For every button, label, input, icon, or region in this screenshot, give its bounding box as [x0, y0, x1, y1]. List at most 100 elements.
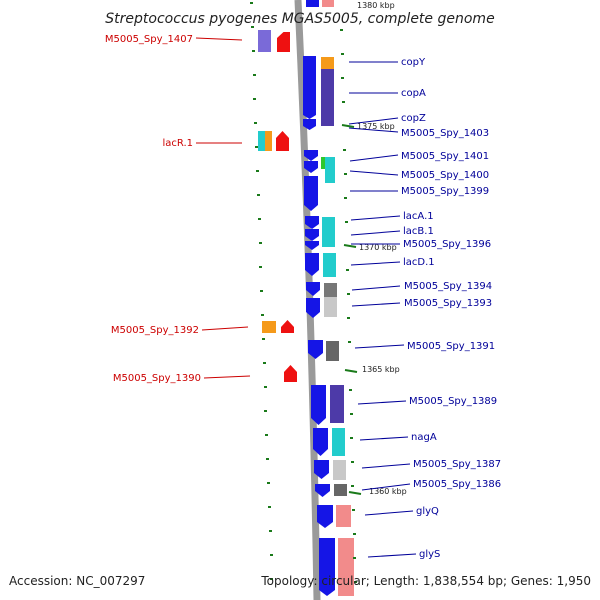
cog-bar: [321, 57, 334, 69]
left-gene-labels: M5005_Spy_1407 lacR.1 M5005_Spy_1392 M50…: [105, 34, 201, 384]
leader-line: [350, 215, 401, 221]
cog-bar: [321, 157, 325, 169]
gene-label-spy-1393: M5005_Spy_1393: [404, 298, 492, 309]
scale-tick: [341, 124, 355, 128]
gene-label-copy: copY: [401, 57, 426, 68]
left-leaders: [195, 37, 251, 379]
leader-line: [348, 127, 399, 133]
scale-label: 1370 kbp: [359, 243, 397, 252]
scale-label: 1365 kbp: [362, 365, 400, 374]
gene-arrow: [304, 176, 318, 211]
cog-bar: [323, 253, 336, 277]
gene-label-glyq: glyQ: [416, 506, 439, 517]
scale-ticks: [341, 124, 362, 495]
cog-bar: [330, 385, 344, 423]
cog-bar: [326, 341, 339, 361]
cog-bar: [325, 157, 335, 183]
scale-labels: 1380 kbp 1375 kbp 1370 kbp 1365 kbp 1360…: [357, 1, 407, 496]
gene-label-lacr1: lacR.1: [162, 138, 193, 149]
leader-line: [354, 344, 405, 349]
gene-arrow: [305, 241, 319, 250]
right-ticks: [340, 29, 357, 583]
scale-tick: [343, 244, 357, 248]
gene-label-copz: copZ: [401, 113, 426, 124]
gene-label-glys: glyS: [419, 549, 440, 560]
cog-bar: [332, 428, 345, 456]
gene-arrow: [276, 131, 289, 151]
cog-bar: [338, 538, 354, 596]
gene-arrow: [305, 216, 319, 229]
gene-arrow: [303, 56, 316, 119]
gene-arrow: [305, 253, 319, 276]
gene-label-spy-1394: M5005_Spy_1394: [404, 281, 492, 292]
leader-line: [361, 463, 411, 469]
gene-arrow: [304, 150, 318, 161]
scale-label: 1375 kbp: [357, 122, 395, 131]
gene-arrow: [306, 282, 320, 296]
cog-bar: [322, 217, 335, 247]
cog-bar: [324, 297, 337, 317]
gene-arrow: [317, 505, 333, 528]
leader-line: [349, 154, 399, 162]
gene-arrow: [305, 229, 319, 241]
gene-arrow: [306, 0, 319, 7]
cog-bar: [336, 505, 351, 527]
cog-bar: [258, 131, 265, 151]
scale-tick: [344, 369, 358, 373]
gene-label-spy-1392: M5005_Spy_1392: [111, 325, 199, 336]
gene-arrow: [303, 119, 316, 130]
leader-line: [350, 261, 401, 266]
gene-label-lacd1: lacD.1: [403, 257, 435, 268]
topology-text: Topology: circular; Length: 1,838,554 bp…: [261, 574, 591, 588]
leader-line: [357, 400, 407, 405]
leader-line: [350, 230, 401, 236]
right-leaders: [348, 61, 417, 558]
gene-arrow: [308, 340, 323, 359]
cog-bar: [322, 0, 334, 7]
scale-label: 1380 kbp: [357, 1, 395, 10]
gene-label-copa: copA: [401, 88, 426, 99]
gene-label-laca1: lacA.1: [403, 211, 434, 222]
gene-label-spy-1391: M5005_Spy_1391: [407, 341, 495, 352]
gene-label-spy-1400: M5005_Spy_1400: [401, 170, 489, 181]
gene-label-spy-1390: M5005_Spy_1390: [113, 373, 201, 384]
map-title: Streptococcus pyogenes MGAS5005, complet…: [105, 11, 494, 27]
leader-line: [349, 170, 399, 176]
scale-label: 1360 kbp: [369, 487, 407, 496]
gene-arrow: [304, 161, 318, 173]
gene-arrow: [277, 32, 290, 52]
gene-arrow: [319, 538, 335, 596]
leader-line: [359, 436, 409, 441]
leader-line: [201, 326, 249, 331]
leader-line: [348, 117, 399, 125]
gene-label-spy-1403: M5005_Spy_1403: [401, 128, 489, 139]
gene-arrow: [313, 428, 328, 456]
right-gene-labels: copY copA copZ M5005_Spy_1403 M5005_Spy_…: [401, 57, 501, 560]
gene-label-naga: nagA: [411, 432, 437, 443]
leader-line: [195, 37, 243, 41]
gene-arrow: [306, 298, 320, 318]
cog-bar: [258, 30, 271, 52]
cog-bar: [334, 484, 347, 496]
cog-bar: [265, 131, 272, 151]
cog-bar: [262, 321, 276, 333]
gene-label-spy-1396: M5005_Spy_1396: [403, 239, 491, 250]
leader-line: [351, 285, 401, 291]
scale-tick: [348, 491, 362, 495]
leader-line: [361, 483, 411, 491]
gene-arrow: [311, 385, 326, 425]
gene-label-spy-1399: M5005_Spy_1399: [401, 186, 489, 197]
gene-label-spy-1389: M5005_Spy_1389: [409, 396, 497, 407]
cog-color-bars: [258, 0, 354, 596]
gene-label-spy-1407: M5005_Spy_1407: [105, 34, 193, 45]
gene-label-spy-1401: M5005_Spy_1401: [401, 151, 489, 162]
gene-label-lacb1: lacB.1: [403, 226, 434, 237]
leader-line: [364, 510, 414, 516]
gene-arrow: [284, 365, 297, 382]
cog-bar: [333, 460, 346, 480]
accession-text: Accession: NC_007297: [9, 574, 146, 588]
leader-line: [351, 302, 401, 307]
leader-line: [203, 375, 251, 379]
gene-label-spy-1386: M5005_Spy_1386: [413, 479, 501, 490]
